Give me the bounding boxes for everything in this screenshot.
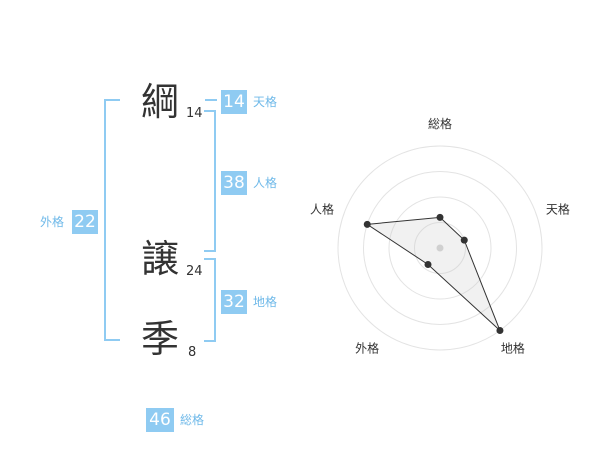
jinkaku-label: 人格 [253,176,278,190]
gaikaku-bracket [104,99,120,341]
soukaku-label: 総格 [180,413,205,427]
tenkaku-value: 14 [221,90,247,114]
radar-grid-ring [337,145,543,351]
radar-center-dot [436,244,444,252]
chikaku-bracket [204,258,216,342]
radar-axis-label-3: 地格 [501,340,525,355]
chikaku-value: 32 [221,290,247,314]
jinkaku-bracket [204,110,216,252]
name-char-3: 季 [141,317,180,361]
radar-point-5 [363,220,371,228]
chikaku-label: 地格 [253,295,278,309]
radar-point-3 [496,327,504,335]
radar-grid-ring [414,222,466,274]
radar-series-area [365,216,501,331]
radar-point-4 [424,261,432,269]
stroke-count-2: 24 [186,264,203,279]
radar-axis-label-4: 外格 [355,340,379,355]
name-char-1: 綱 [141,80,180,124]
stroke-count-3: 8 [188,345,197,360]
radar-axis-label-2: 天格 [546,202,570,217]
radar-axis-label-5: 人格 [310,202,334,217]
radar-grid-ring [388,196,492,300]
name-char-2: 譲 [141,237,180,281]
radar-grid-ring [363,171,517,325]
stroke-count-1: 14 [186,106,203,121]
tenkaku-label: 天格 [253,95,278,109]
soukaku-value: 46 [146,408,174,432]
tenkaku-bracket [205,99,217,101]
radar-point-2 [460,236,468,244]
radar-axis-label-1: 総格 [428,116,452,131]
gaikaku-value: 22 [72,210,98,234]
gaikaku-label: 外格 [40,215,65,229]
jinkaku-value: 38 [221,171,247,195]
radar-point-1 [436,213,444,221]
